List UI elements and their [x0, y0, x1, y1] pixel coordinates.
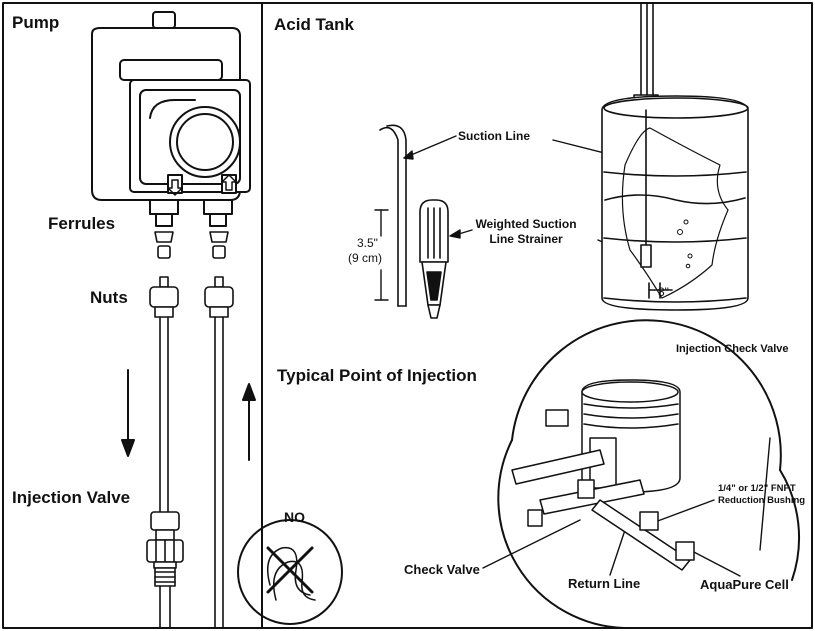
filter-tank	[581, 379, 681, 493]
pump-ports	[149, 199, 233, 227]
injection-valve	[146, 511, 184, 629]
dimension-bracket	[374, 209, 389, 301]
injection-check-valve-label: Injection Check Valve	[676, 343, 789, 355]
nuts	[149, 276, 234, 318]
acid-tank-title: Acid Tank	[274, 15, 354, 34]
pvc-pipes	[511, 409, 695, 571]
ferrules	[154, 231, 229, 259]
return-line-label: Return Line	[568, 576, 641, 591]
tank-clearance-label: 3"	[658, 285, 669, 299]
injection-title: Typical Point of Injection	[277, 366, 477, 385]
aquapure-cell-label: AquaPure Cell	[700, 577, 789, 592]
acid-tank	[601, 2, 749, 311]
injection-detail-circle	[497, 319, 801, 629]
strainer-label-line2: Line Strainer	[489, 232, 563, 246]
nuts-label: Nuts	[90, 288, 128, 307]
pump-arrow-down-icon	[167, 179, 183, 196]
pump-arrow-up-icon	[221, 174, 237, 191]
strainer-label-line1: Weighted Suction	[475, 217, 577, 231]
no-kink-warning	[237, 519, 343, 625]
pump-title: Pump	[12, 13, 60, 32]
check-valve-label: Check Valve	[404, 562, 480, 577]
pump-body	[91, 11, 251, 201]
pump-tubing	[159, 316, 224, 629]
flow-arrow-down-icon	[121, 369, 135, 457]
weighted-strainer	[419, 199, 449, 319]
injection-leaders	[482, 437, 771, 577]
bushing-label-line1: 1/4" or 1/2" FNPT	[718, 483, 796, 494]
no-label: NO	[284, 509, 305, 525]
suction-line-tube	[379, 124, 407, 307]
dimension-line2: (9 cm)	[348, 251, 382, 265]
dimension-line1: 3.5"	[357, 236, 378, 250]
flow-arrow-up-icon	[242, 383, 256, 461]
injection-valve-label: Injection Valve	[12, 488, 131, 507]
ferrules-label: Ferrules	[48, 214, 116, 233]
bushing-label-line2: Reduction Bushing	[718, 495, 806, 506]
suction-line-label: Suction Line	[458, 129, 530, 143]
